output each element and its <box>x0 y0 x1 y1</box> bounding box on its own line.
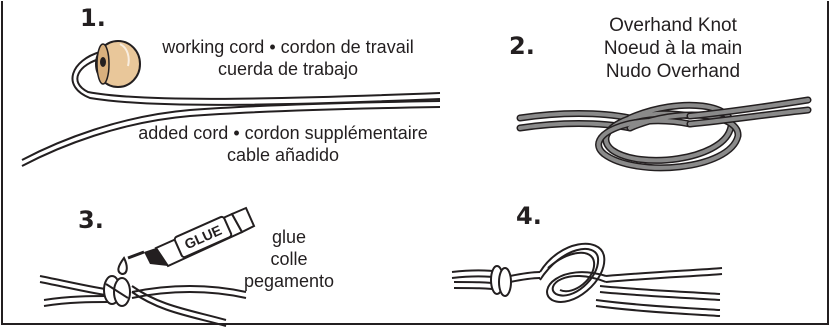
overhand-knot-label: Overhand Knot Noeud à la main Nudo Overh… <box>580 14 766 83</box>
small-knot-icon-2 <box>490 265 512 297</box>
step-number-3: 3. <box>78 206 104 234</box>
added-cord-label-line2: cable añadido <box>226 145 340 165</box>
finished-knot-icon <box>539 242 723 317</box>
step-number-4: 4. <box>516 202 542 230</box>
working-cord-label: working cord • cordon de travail cuerda … <box>150 36 426 80</box>
added-cord-label-line1: added cord • cordon supplémentaire <box>138 123 428 143</box>
glue-label: glue colle pegamento <box>234 226 344 292</box>
step1-cords <box>21 51 441 167</box>
overhand-knot-label-line1: Overhand Knot <box>609 15 737 36</box>
small-knot-icon <box>103 275 131 307</box>
working-cord-label-line2: cuerda de trabajo <box>217 59 359 79</box>
glue-label-line1: glue <box>271 227 307 247</box>
glue-tube-icon <box>117 206 256 276</box>
step-number-2: 2. <box>509 32 535 60</box>
overhand-knot-icon <box>516 96 812 172</box>
step3-cords <box>39 275 247 327</box>
overhand-knot-label-line3: Nudo Overhand <box>605 61 741 82</box>
added-cord-label: added cord • cordon supplémentaire cable… <box>130 122 436 166</box>
bead-icon <box>95 40 141 88</box>
step4-cords <box>451 269 541 291</box>
glue-label-line3: pegamento <box>243 271 335 291</box>
working-cord-label-line1: working cord • cordon de travail <box>162 37 414 57</box>
step-number-1: 1. <box>80 4 106 32</box>
overhand-knot-label-line2: Noeud à la main <box>603 38 743 59</box>
glue-label-line2: colle <box>270 249 308 269</box>
